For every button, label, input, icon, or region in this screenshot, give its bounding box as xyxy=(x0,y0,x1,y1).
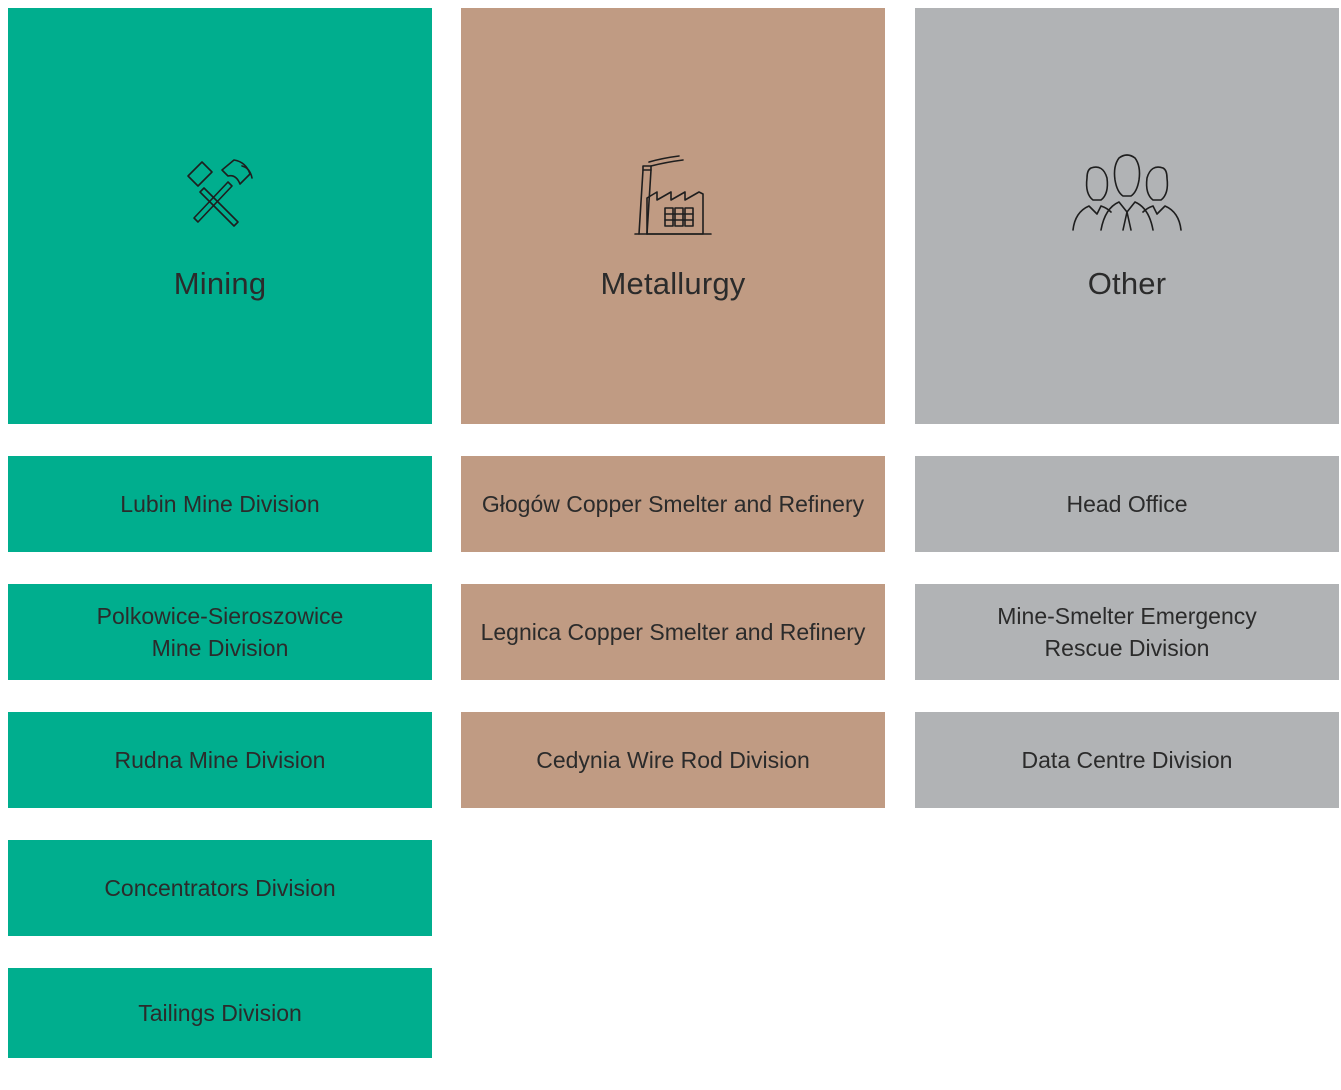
other-column: Other Head Office Mine-Smelter Emergency… xyxy=(915,8,1339,840)
metallurgy-division-list: Głogów Copper Smelter and Refinery Legni… xyxy=(461,456,885,808)
division-rudna-mine[interactable]: Rudna Mine Division xyxy=(8,712,432,808)
division-data-centre[interactable]: Data Centre Division xyxy=(915,712,1339,808)
division-head-office[interactable]: Head Office xyxy=(915,456,1339,552)
metallurgy-tile[interactable]: Metallurgy xyxy=(461,8,885,424)
people-group-icon xyxy=(1072,154,1182,231)
division-mine-smelter-rescue[interactable]: Mine-Smelter Emergency Rescue Division xyxy=(915,584,1339,680)
mining-division-list: Lubin Mine Division Polkowice-Sieroszowi… xyxy=(8,456,432,1058)
hammer-pick-icon xyxy=(187,159,253,227)
other-tile[interactable]: Other xyxy=(915,8,1339,424)
metallurgy-column: Metallurgy Głogów Copper Smelter and Ref… xyxy=(461,8,885,840)
mining-tile[interactable]: Mining xyxy=(8,8,432,424)
division-concentrators[interactable]: Concentrators Division xyxy=(8,840,432,936)
division-polkowice-sieroszowice-mine[interactable]: Polkowice-Sieroszowice Mine Division xyxy=(8,584,432,680)
other-division-list: Head Office Mine-Smelter Emergency Rescu… xyxy=(915,456,1339,808)
division-cedynia-wire-rod[interactable]: Cedynia Wire Rod Division xyxy=(461,712,885,808)
division-glogow-smelter[interactable]: Głogów Copper Smelter and Refinery xyxy=(461,456,885,552)
other-title: Other xyxy=(1087,266,1167,301)
metallurgy-title: Metallurgy xyxy=(600,266,746,301)
factory-icon xyxy=(634,155,712,235)
division-lubin-mine[interactable]: Lubin Mine Division xyxy=(8,456,432,552)
division-tailings[interactable]: Tailings Division xyxy=(8,968,432,1058)
mining-column: Mining Lubin Mine Division Polkowice-Sie… xyxy=(8,8,432,1090)
mining-title: Mining xyxy=(173,266,267,301)
division-legnica-smelter[interactable]: Legnica Copper Smelter and Refinery xyxy=(461,584,885,680)
